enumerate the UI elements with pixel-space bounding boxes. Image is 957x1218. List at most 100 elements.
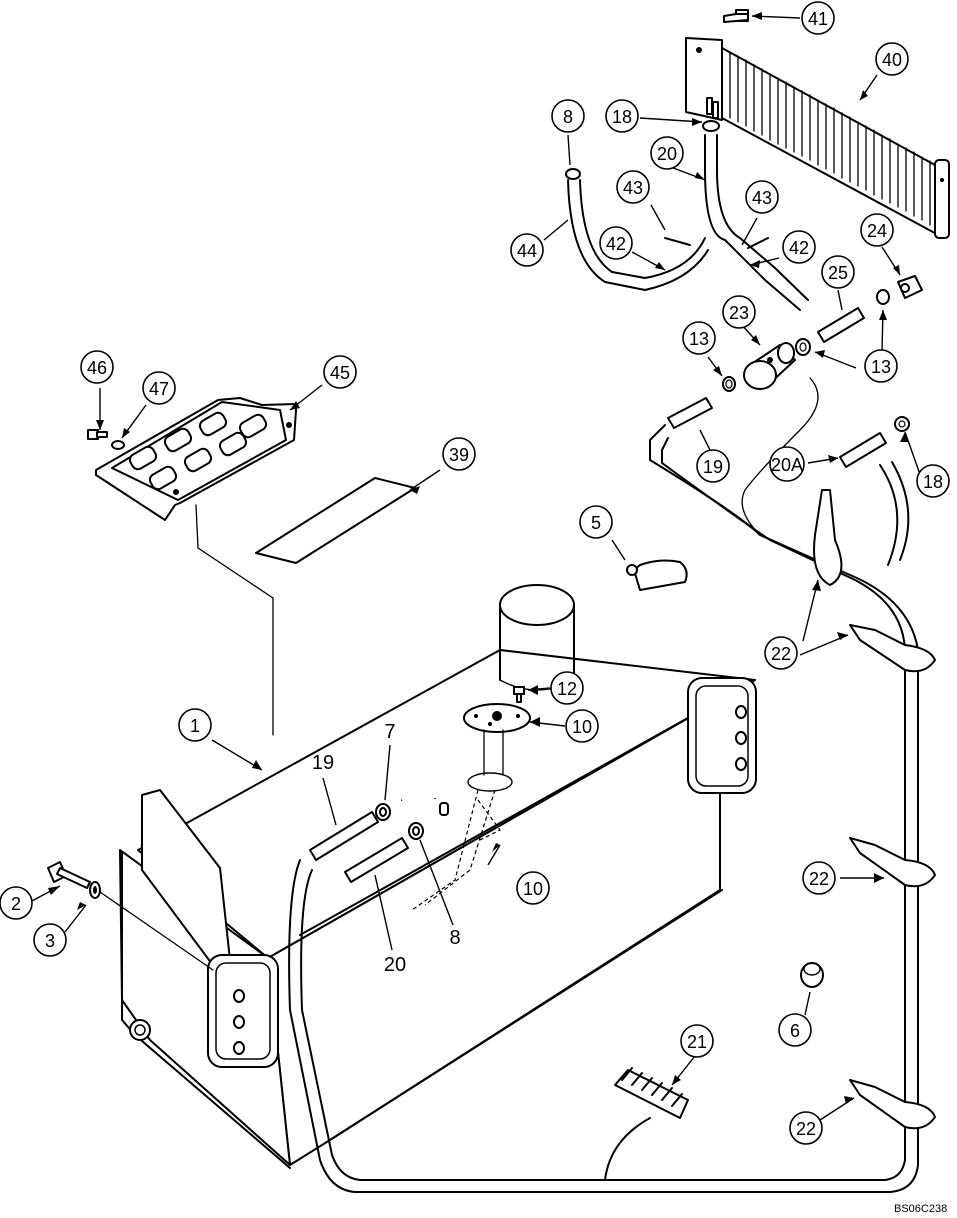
callout-circle (801, 1, 835, 35)
callout-circle (579, 505, 613, 539)
callout-number: 23 (729, 303, 749, 323)
clamp-18 (894, 416, 910, 432)
callout-number: 13 (689, 329, 709, 349)
callout-10a: 10 (565, 709, 599, 743)
callout-circle (782, 230, 816, 264)
arrowheads (48, 12, 908, 1104)
callout-number: 18 (612, 107, 632, 127)
callout-circle (764, 636, 798, 670)
callout-circle (860, 213, 894, 247)
callout-number: 46 (87, 358, 107, 378)
hose-20A (839, 432, 887, 468)
callout-circle (550, 671, 584, 705)
callout-number: 8 (563, 107, 573, 127)
cap-5 (626, 559, 688, 591)
callout-circle (864, 349, 898, 383)
callout-circle (142, 371, 176, 405)
callout-number: 13 (871, 357, 891, 377)
callout-18b: 18 (916, 464, 950, 498)
callout-23: 23 (722, 295, 756, 329)
callout-circle (510, 233, 544, 267)
callout-12: 12 (550, 671, 584, 705)
callout-5: 5 (579, 505, 613, 539)
callout-circle (696, 449, 730, 483)
callout-22c: 22 (789, 1111, 823, 1145)
callout-circle (565, 709, 599, 743)
callout-circle (178, 708, 212, 742)
callout-42b: 42 (782, 230, 816, 264)
callout-circle (650, 136, 684, 170)
callout-number: 42 (789, 238, 809, 258)
hose-19 (667, 397, 713, 429)
fuel-tank (119, 584, 757, 1169)
callout-circle (516, 871, 550, 905)
callout-22b: 22 (802, 861, 836, 895)
callout-circle (745, 180, 779, 214)
plug-6 (800, 962, 824, 988)
callout-45: 45 (323, 355, 357, 389)
fitting-24 (876, 275, 923, 305)
callout-number: 43 (752, 188, 772, 208)
label-20: 20 (384, 954, 406, 976)
washer-47 (111, 440, 125, 450)
callout-number: 47 (149, 379, 169, 399)
callout-number: 10 (572, 717, 592, 737)
callout-8a: 8 (551, 99, 585, 133)
callout-number: 20 (657, 144, 677, 164)
callout-18a: 18 (605, 99, 639, 133)
clamp-22-mid1 (849, 624, 936, 673)
callout-number: 19 (703, 457, 723, 477)
callout-13a: 13 (682, 321, 716, 355)
cooler-hoses (565, 120, 809, 311)
screw-12 (513, 686, 525, 703)
callout-24: 24 (860, 213, 894, 247)
callout-40: 40 (875, 42, 909, 76)
callout-20A: 20A (769, 446, 805, 482)
callout-39: 39 (442, 437, 476, 471)
callout-1: 1 (178, 708, 212, 742)
callout-number: 45 (330, 363, 350, 383)
callout-number: 5 (591, 513, 601, 533)
callout-circle (789, 1111, 823, 1145)
callout-number: 40 (882, 50, 902, 70)
callout-41: 41 (801, 1, 835, 35)
callout-21: 21 (680, 1024, 714, 1058)
callout-circle (821, 255, 855, 289)
callout-20a: 20 (650, 136, 684, 170)
callout-number: 41 (808, 9, 828, 29)
clamp-13a (722, 376, 736, 392)
callout-25: 25 (821, 255, 855, 289)
callout-circle (916, 464, 950, 498)
callout-circle (80, 350, 114, 384)
callout-number: 22 (796, 1119, 816, 1139)
spring-21 (614, 1067, 689, 1119)
callout-circle (0, 886, 33, 920)
callout-number: 1 (190, 716, 200, 736)
label-7: 7 (384, 721, 395, 743)
callout-2: 2 (0, 886, 33, 920)
fuel-filter (743, 342, 796, 390)
callout-number: 44 (517, 241, 537, 261)
callout-43b: 43 (745, 180, 779, 214)
label-19: 19 (312, 752, 334, 774)
callout-circle (605, 99, 639, 133)
decal-39 (255, 477, 416, 564)
fuel-line-loop (288, 424, 919, 1193)
drawing-reference: BS06C238 (894, 1203, 947, 1215)
callout-19a: 19 (696, 449, 730, 483)
step-plate (95, 397, 297, 736)
callout-10b: 10 (516, 871, 550, 905)
callout-42a: 42 (599, 226, 633, 260)
callout-circle (722, 295, 756, 329)
callout-46: 46 (80, 350, 114, 384)
bolt-41 (723, 9, 749, 23)
callout-22a: 22 (764, 636, 798, 670)
callout-number: 10 (523, 879, 543, 899)
callout-3: 3 (33, 923, 67, 957)
callout-circle (599, 226, 633, 260)
callout-circle (616, 170, 650, 204)
clamp-22-bottom (849, 1079, 936, 1130)
callout-6: 6 (778, 1013, 812, 1047)
